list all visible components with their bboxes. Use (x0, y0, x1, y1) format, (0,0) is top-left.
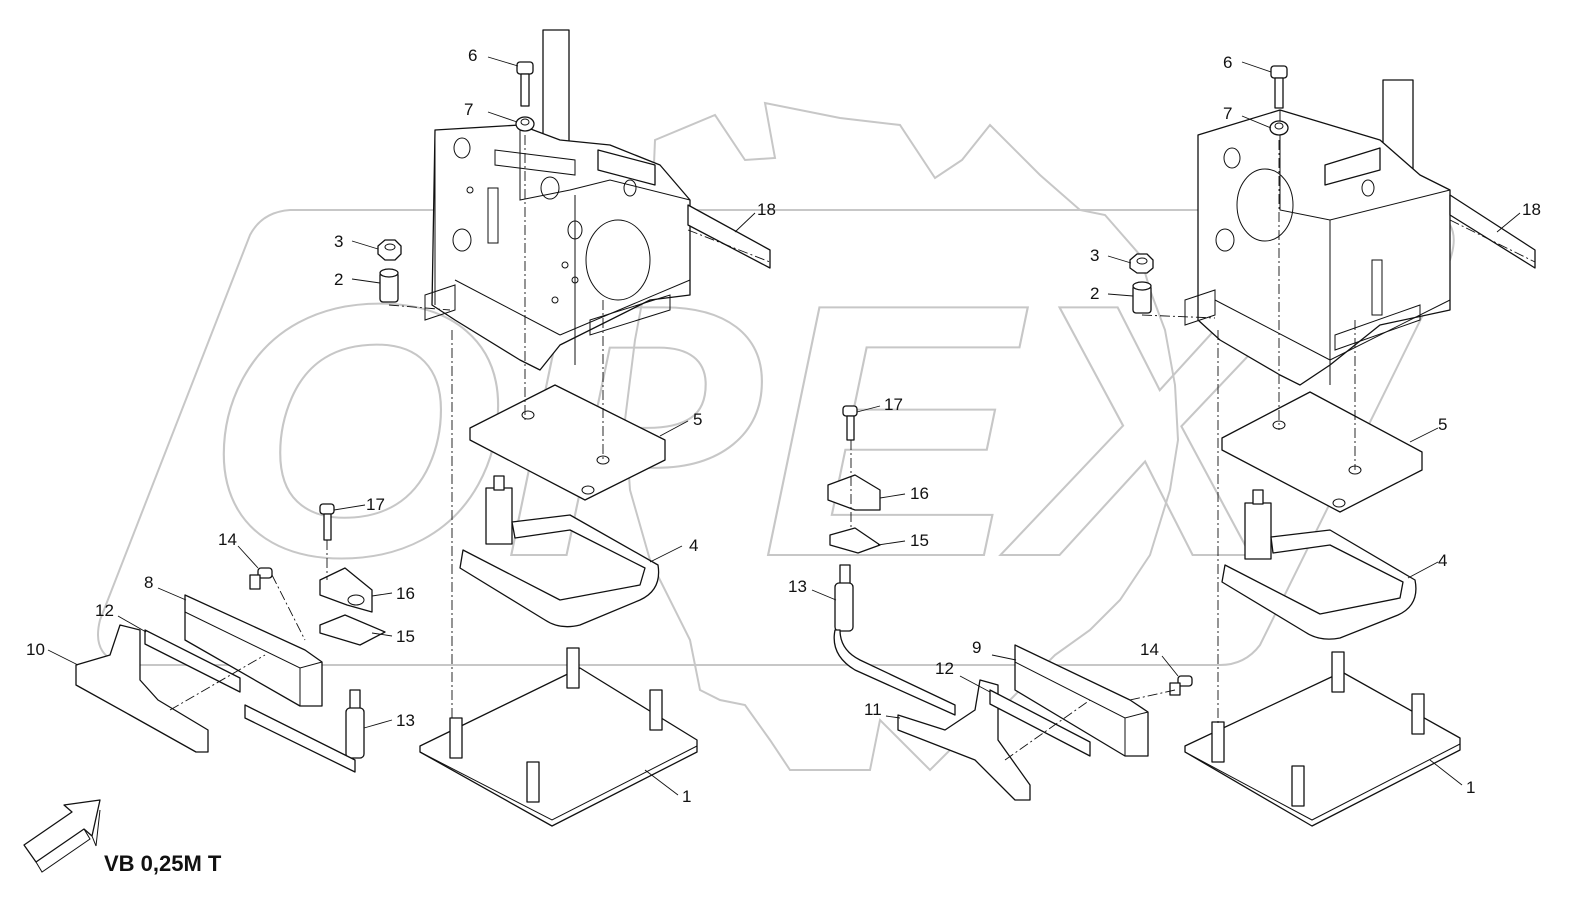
gasket-plate-5-left (469, 384, 666, 501)
watermark-text: OPEX (205, 230, 1295, 632)
callout-6-right: 6 (1223, 53, 1232, 72)
callout-18-left: 18 (757, 200, 776, 219)
callout-17-left: 17 (366, 495, 385, 514)
callout-1-left: 1 (682, 787, 691, 806)
bolt-6-left (516, 61, 534, 107)
centerlines-left (169, 135, 771, 720)
callout-16-right: 16 (910, 484, 929, 503)
heater-loop-4-right (1221, 489, 1417, 640)
callout-13-right: 13 (788, 577, 807, 596)
callout-15-left: 15 (396, 627, 415, 646)
clip-16-left (319, 567, 373, 613)
callout-15-right: 15 (910, 531, 929, 550)
clip-16-right (827, 474, 881, 511)
callout-3-right: 3 (1090, 246, 1099, 265)
callout-3-left: 3 (334, 232, 343, 251)
block-8-left (184, 594, 323, 707)
sensor-13-right (833, 564, 956, 716)
callout-5-right: 5 (1438, 415, 1447, 434)
callout-11-right: 11 (864, 700, 882, 719)
plate-15-left (319, 614, 386, 646)
nut-3-left (377, 239, 402, 261)
housing-right (1184, 79, 1451, 386)
callout-18-right: 18 (1522, 200, 1541, 219)
spacer-2-right (1132, 281, 1152, 314)
callout-14-left: 14 (218, 530, 237, 549)
nut-3-right (1129, 253, 1154, 274)
housing-left (424, 29, 691, 371)
callout-16-left: 16 (396, 584, 415, 603)
base-plate-1-left (419, 647, 698, 827)
leader-lines-right (811, 61, 1521, 786)
bar-18-right (1449, 194, 1536, 269)
callout-17-right: 17 (884, 395, 903, 414)
bolt-6-right (1270, 65, 1288, 109)
callout-7-left: 7 (464, 100, 473, 119)
strip-12-left (144, 629, 241, 693)
bracket-10-left (75, 624, 209, 753)
callout-8-left: 8 (144, 573, 153, 592)
callout-4-right: 4 (1438, 551, 1447, 570)
callout-13-left: 13 (396, 711, 415, 730)
sensor-13-left (244, 689, 365, 773)
callout-9-right: 9 (972, 638, 981, 657)
callout-12-right: 12 (935, 659, 954, 678)
callout-14-right: 14 (1140, 640, 1159, 659)
callout-6-left: 6 (468, 46, 477, 65)
leader-lines-left (47, 56, 756, 796)
callout-7-right: 7 (1223, 104, 1232, 123)
callouts-left: 1 2 3 4 5 6 7 8 10 12 13 14 15 16 17 18 (26, 46, 776, 806)
callout-1-right: 1 (1466, 778, 1475, 797)
gasket-plate-5-right (1221, 391, 1423, 513)
callouts-right: 1 2 3 4 5 6 7 9 11 12 13 14 15 16 17 18 (788, 53, 1541, 797)
nut-7-left (515, 116, 535, 132)
callout-5-left: 5 (693, 410, 702, 429)
left-assembly (47, 29, 771, 827)
screw-17-right (842, 405, 858, 441)
direction-arrow-icon (23, 799, 101, 873)
heater-loop-4-left (459, 475, 660, 628)
base-plate-1-right (1184, 651, 1461, 827)
callout-12-left: 12 (95, 601, 114, 620)
watermark-ring-outline (97, 209, 1455, 666)
spacer-2-left (379, 268, 399, 303)
screw-14-left (249, 567, 273, 590)
screw-17-left (319, 503, 335, 541)
watermark-gear-outline (623, 101, 1180, 772)
callout-4-left: 4 (689, 536, 698, 555)
block-9-right (1014, 644, 1149, 757)
centerlines-right (850, 140, 1536, 761)
callout-10-left: 10 (26, 640, 45, 659)
right-assembly (811, 61, 1536, 827)
callout-2-left: 2 (334, 270, 343, 289)
screw-14-right (1169, 675, 1193, 696)
nut-7-right (1269, 120, 1289, 136)
bracket-11-right (897, 679, 1031, 801)
figure-caption: VB 0,25M T (104, 851, 222, 876)
strip-12-right (989, 689, 1091, 757)
plate-15-right (829, 527, 881, 554)
bar-18-left (687, 204, 771, 269)
callout-2-right: 2 (1090, 284, 1099, 303)
